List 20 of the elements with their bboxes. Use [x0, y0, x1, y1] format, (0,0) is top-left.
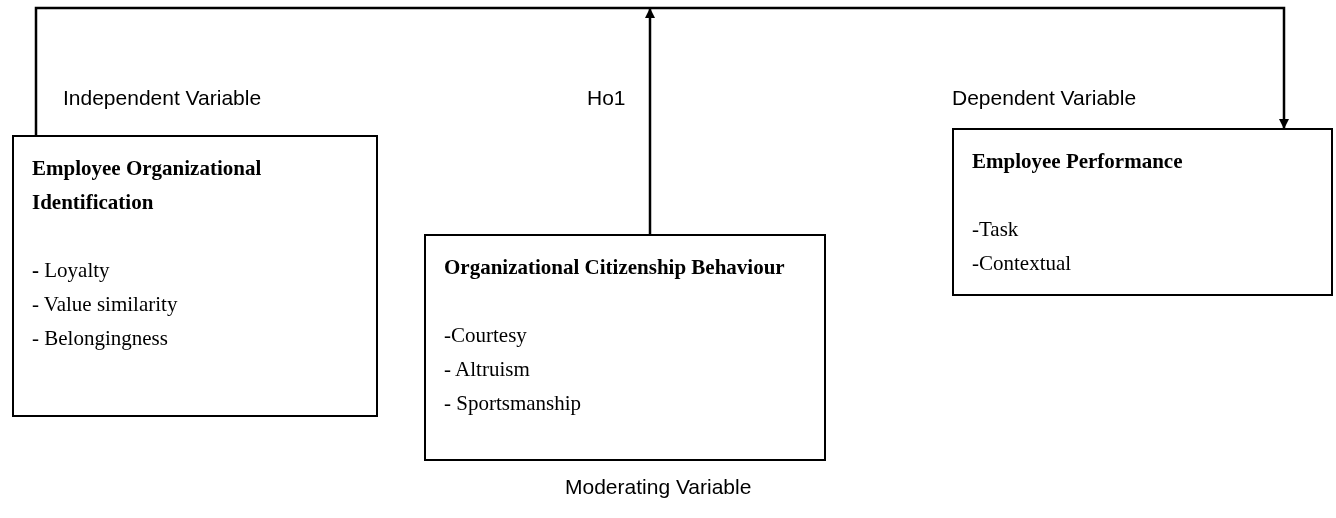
- list-item: - Sportsmanship: [444, 390, 583, 417]
- list-item: -Courtesy: [444, 322, 528, 349]
- list-item: -Task: [972, 216, 1020, 243]
- arrow: [645, 8, 655, 234]
- edge-label: Ho1: [587, 86, 626, 110]
- variable-box: [952, 128, 1333, 296]
- box-heading: Employee Organizational Identification: [32, 155, 263, 216]
- box-heading: Organizational Citizenship Behaviour: [444, 254, 786, 281]
- variable-label: Dependent Variable: [952, 86, 1137, 110]
- list-item: -Contextual: [972, 250, 1073, 277]
- box-heading: Employee Performance: [972, 148, 1184, 175]
- list-item: - Belongingness: [32, 325, 169, 352]
- variable-box: [424, 234, 826, 461]
- variable-label: Moderating Variable: [565, 475, 752, 499]
- list-item: - Value similarity: [32, 291, 179, 318]
- arrow: [34, 6, 1289, 135]
- variable-label: Independent Variable: [63, 86, 262, 110]
- list-item: - Loyalty: [32, 257, 111, 284]
- list-item: - Altruism: [444, 356, 531, 383]
- variable-box: [12, 135, 378, 417]
